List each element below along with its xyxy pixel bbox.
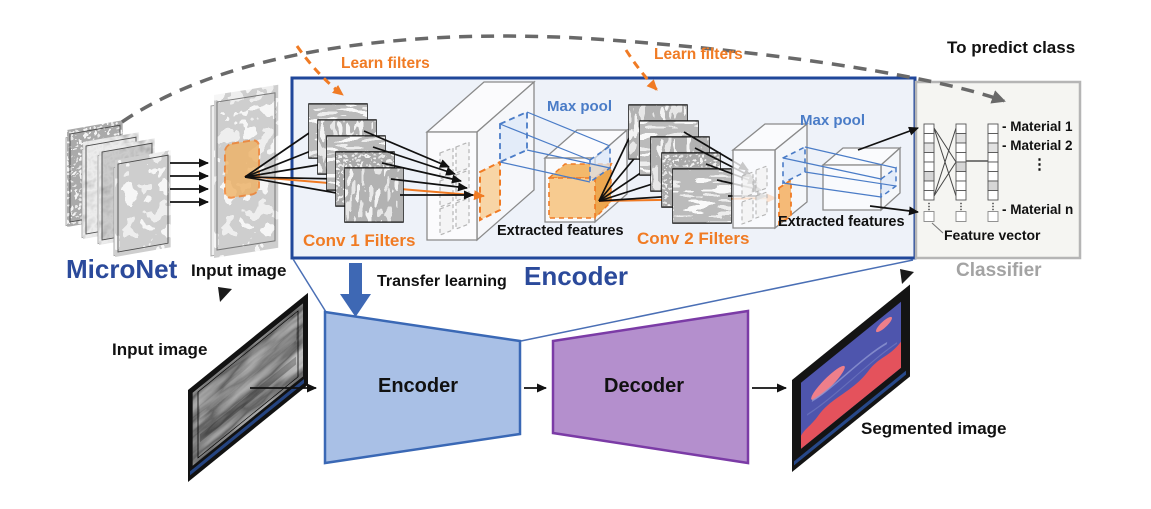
projection-lines <box>218 258 914 342</box>
extracted-feature-window-2 <box>778 178 792 226</box>
nn-layer-1 <box>923 123 935 201</box>
extracted-features-label-2: Extracted features <box>778 214 905 230</box>
to-classifier-arrow-top <box>857 126 919 151</box>
nn-layer-2-last-square <box>955 211 967 222</box>
micronet-label: MicroNet <box>66 254 178 284</box>
learn-filters-label-1: Learn filters <box>341 55 430 72</box>
segmentation-red-blob-small <box>876 316 892 333</box>
transfer-learning-label: Transfer learning <box>377 273 507 290</box>
learn-filters-label-2: Learn filters <box>654 46 743 63</box>
conv2-filter-5 <box>672 168 732 224</box>
nn-layer-3-last-square <box>987 211 999 222</box>
conv1-filter-5 <box>344 167 404 223</box>
segmentation-red-blob <box>811 365 845 400</box>
stack-image-4 <box>113 154 169 257</box>
micronet-image-stack <box>65 124 169 257</box>
decoder-trapezoid <box>551 309 750 465</box>
conv1-fan-out-lines <box>363 130 474 200</box>
top-input-image <box>210 92 276 257</box>
stack-to-input-arrows <box>170 158 209 207</box>
max-pool-label-2: Max pool <box>800 112 866 129</box>
pointer-triangle-left <box>218 287 232 302</box>
feature-map-slivers-2 <box>741 165 768 225</box>
projection-line-left <box>292 258 327 313</box>
bottom-input-image-label: Input image <box>112 340 208 359</box>
encoder-trapezoid-label: Encoder <box>378 375 459 397</box>
segmented-image <box>792 284 910 472</box>
learn-filters-arrow-2 <box>624 49 659 92</box>
material-n-label: - Material n <box>1002 202 1074 217</box>
materials-ellipsis: ⋮ <box>1032 156 1047 173</box>
material-2-label: - Material 2 <box>1002 138 1073 153</box>
conv2-filters-label: Conv 2 Filters <box>637 229 750 248</box>
receptive-field-highlight <box>224 139 260 199</box>
classifier-network <box>923 123 999 234</box>
encoder-trapezoid <box>323 310 522 465</box>
frame-glint <box>794 370 906 466</box>
conv1-filters-label: Conv 1 Filters <box>303 231 416 250</box>
encoder-box-label: Encoder <box>524 261 629 291</box>
maxpool2-projection-lines <box>782 146 897 198</box>
learn-filters-arrow-1 <box>295 45 344 97</box>
frame-glint <box>190 379 304 476</box>
bottom-input-image <box>188 292 308 482</box>
nn-layer-2 <box>955 123 967 201</box>
top-input-image-label: Input image <box>191 261 287 280</box>
projection-line-right <box>520 259 914 342</box>
feature-vector-pointer-line <box>931 222 944 234</box>
maxpool1-projection-lines <box>499 111 611 183</box>
classifier-label: Classifier <box>956 260 1042 281</box>
feature-vector-label: Feature vector <box>944 227 1041 243</box>
nn-connections-1-2 <box>933 127 957 197</box>
max-pool-label-1: Max pool <box>547 98 613 115</box>
feature-vector-square <box>923 211 935 222</box>
material-1-label: - Material 1 <box>1002 119 1073 134</box>
extracted-features-label-1: Extracted features <box>497 223 624 239</box>
segmentation-red-band <box>801 341 901 449</box>
maxpool1-window <box>499 110 528 164</box>
extracted-feature-window-1 <box>479 160 501 222</box>
nn-layer-3 <box>987 123 999 201</box>
transfer-learning-arrow-icon <box>340 263 371 317</box>
pointer-triangle-right <box>900 269 914 284</box>
segmented-image-label: Segmented image <box>861 419 1007 438</box>
nn-ellipsis-dots <box>928 202 994 211</box>
decoder-trapezoid-label: Decoder <box>604 375 685 397</box>
to-classifier-arrow-bottom <box>869 205 919 216</box>
to-predict-class-label: To predict class <box>947 38 1076 57</box>
